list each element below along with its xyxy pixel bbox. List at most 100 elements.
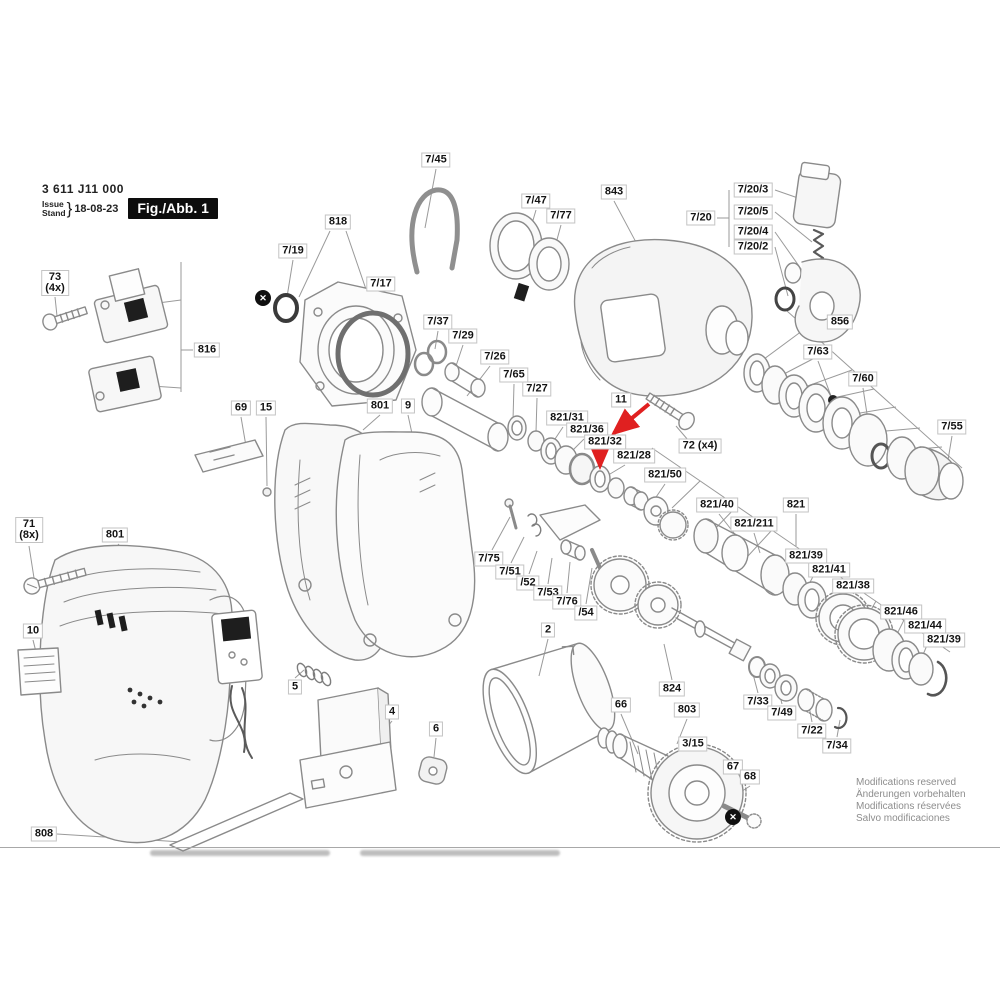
pin-15 — [262, 487, 272, 497]
part-callout-7-45: 7/45 — [421, 152, 451, 168]
part-callout--54: /54 — [574, 605, 598, 621]
intermediate-shaft-824 — [590, 555, 848, 730]
brush-holder-lower — [88, 355, 162, 413]
part-callout-7-17: 7/17 — [366, 276, 396, 292]
part-callout-5: 5 — [287, 679, 303, 695]
part-callout-856: 856 — [826, 314, 854, 330]
armature-803 — [597, 727, 762, 843]
clutch-cluster — [504, 498, 602, 570]
crop-text-smudge — [360, 850, 560, 856]
part-callout-7-20-4: 7/20/4 — [733, 224, 773, 240]
part-callout-7-19: 7/19 — [278, 243, 308, 259]
part-callout-7-60: 7/60 — [848, 371, 878, 387]
chuck-sleeve-7-55 — [904, 446, 964, 501]
clutch-rings-821 — [782, 572, 948, 697]
title-block: 3 611 J11 000 Issue Stand } 18-08-23 Fig… — [42, 182, 218, 219]
brush-holder-upper — [93, 268, 169, 344]
part-callout-824: 824 — [658, 681, 686, 697]
screw-73 — [42, 306, 88, 331]
main-housing-801 — [39, 544, 249, 844]
part-callout-7-55: 7/55 — [937, 419, 967, 435]
part-callout-7-20-2: 7/20/2 — [733, 239, 773, 255]
part-callout-821: 821 — [782, 497, 810, 513]
clip-7-45 — [409, 187, 460, 275]
spindle-821 — [693, 518, 790, 596]
note-line: Modifications reserved — [856, 777, 957, 788]
assembly-x-marker-icon: ✕ — [255, 290, 271, 306]
note-line: Änderungen vorbehalten — [856, 789, 966, 800]
page-crop-line — [0, 847, 1000, 848]
part-callout-11: 11 — [611, 392, 631, 408]
part-number: 3 611 J11 000 — [42, 182, 124, 196]
part-callout-7-37: 7/37 — [423, 314, 453, 330]
electronics-module — [211, 609, 263, 759]
cylinder-2 — [482, 642, 616, 775]
part-callout-7-29: 7/29 — [448, 328, 478, 344]
issue-brace: } — [66, 198, 73, 218]
sticker-808 — [169, 792, 304, 852]
part-callout-821-41: 821/41 — [808, 562, 850, 578]
part-callout-2: 2 — [540, 622, 556, 638]
part-callout-801: 801 — [366, 398, 394, 414]
switch-module-4 — [299, 687, 397, 809]
screw-72 — [645, 392, 695, 431]
part-callout-10: 10 — [22, 623, 44, 639]
part-callout-7-20-5: 7/20/5 — [733, 204, 773, 220]
clip-small — [513, 282, 530, 302]
part-callout-808: 808 — [30, 826, 58, 842]
part-callout-4: 4 — [384, 704, 400, 720]
screw-71 — [23, 567, 87, 595]
part-callout-7-63: 7/63 — [803, 344, 833, 360]
part-callout-7-34: 7/34 — [822, 738, 852, 754]
highlight-arrow-to-label — [610, 402, 651, 436]
part-callout-821-38: 821/38 — [832, 578, 874, 594]
part-callout-821-46: 821/46 — [880, 604, 922, 620]
motor-housing-843 — [573, 238, 753, 397]
part-callout-3-15: 3/15 — [678, 736, 708, 752]
issue-stand-label: Issue Stand — [42, 198, 66, 218]
button-6 — [418, 756, 448, 785]
chuck-washers-856 — [743, 353, 918, 480]
part-callout-68: 68 — [739, 769, 761, 785]
part-callout-73-4x-: 73 (4x) — [41, 270, 69, 296]
spring-5 — [296, 662, 332, 687]
part-callout-821-28: 821/28 — [613, 448, 655, 464]
part-callout-7-49: 7/49 — [767, 705, 797, 721]
part-callout-72-x4-: 72 (x4) — [678, 438, 722, 454]
part-callout-7-20: 7/20 — [686, 210, 716, 226]
part-callout-821-39: 821/39 — [923, 632, 965, 648]
part-callout-71-8x-: 71 (8x) — [15, 517, 43, 543]
part-callout-7-65: 7/65 — [499, 367, 529, 383]
type-plate-10 — [17, 647, 62, 696]
part-callout-821-50: 821/50 — [644, 467, 686, 483]
part-callout-821-40: 821/40 — [696, 497, 738, 513]
crop-text-smudge — [150, 850, 330, 856]
note-line: Modifications réservées — [856, 801, 962, 812]
part-callout-7-47: 7/47 — [521, 193, 551, 209]
part-callout-818: 818 — [324, 214, 352, 230]
part-callout-69: 69 — [230, 400, 252, 416]
part-callout-6: 6 — [428, 721, 444, 737]
washer-7-77 — [528, 237, 570, 291]
part-callout-7-77: 7/77 — [546, 208, 576, 224]
part-callout-821-211: 821/211 — [730, 516, 778, 532]
part-callout-821-32: 821/32 — [584, 434, 626, 450]
part-callout-15: 15 — [255, 400, 277, 416]
gear-housing-shells — [274, 422, 476, 661]
part-callout-803: 803 — [673, 702, 701, 718]
highlight-arrows — [588, 402, 651, 470]
part-callout-7-75: 7/75 — [474, 551, 504, 567]
part-callout-7-33: 7/33 — [743, 694, 773, 710]
part-callout-816: 816 — [193, 342, 221, 358]
part-callout-843: 843 — [600, 184, 628, 200]
part-callout-7-22: 7/22 — [797, 723, 827, 739]
part-callout-7-20-3: 7/20/3 — [733, 182, 773, 198]
modification-notes: Modifications reserved Änderungen vorbeh… — [856, 777, 966, 825]
issue-date: 18-08-23 — [74, 202, 119, 215]
part-callout-66: 66 — [610, 697, 632, 713]
part-callout-821-39: 821/39 — [785, 548, 827, 564]
note-line: Salvo modificaciones — [856, 813, 950, 824]
figure-label: Fig./Abb. 1 — [128, 198, 218, 219]
